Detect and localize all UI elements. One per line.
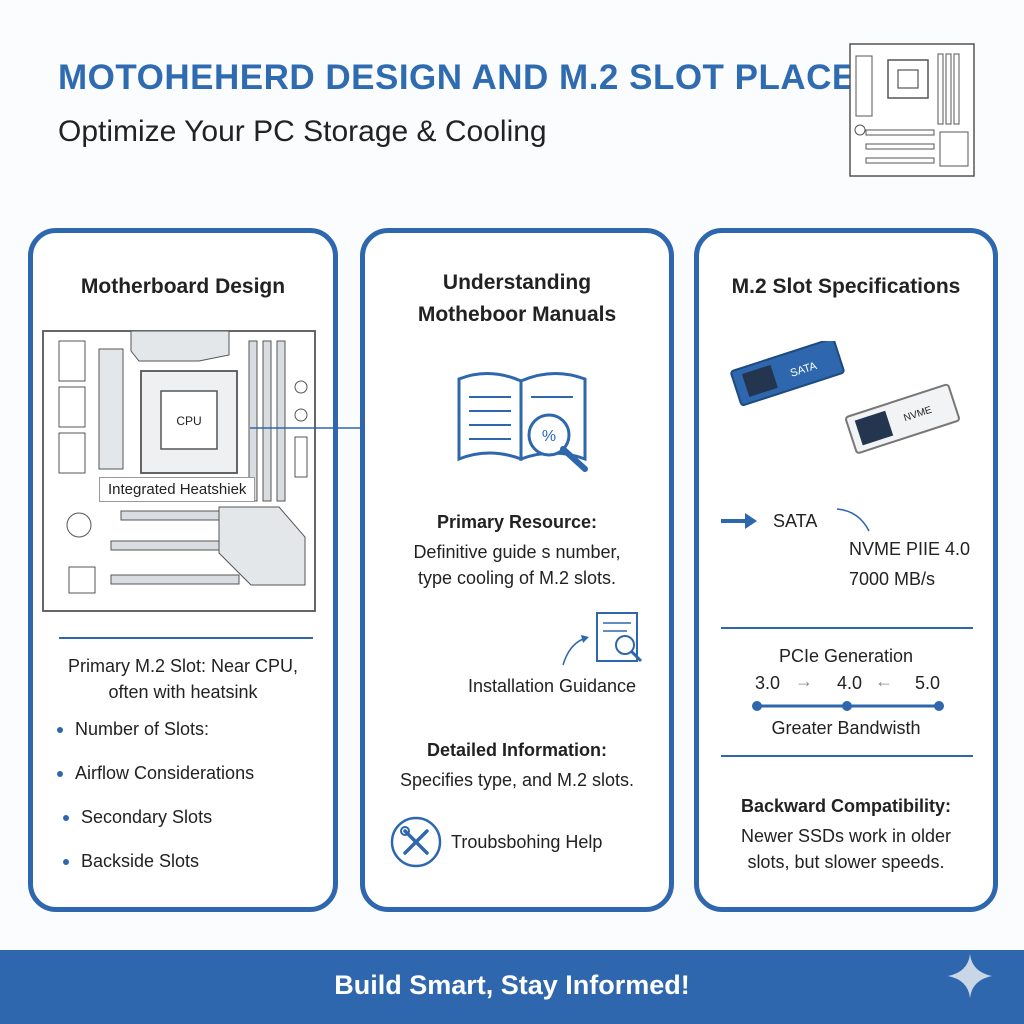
installation-guidance: Installation Guidance — [467, 676, 637, 696]
backward-compat-line2: slots, but slower speeds. — [747, 852, 945, 872]
wrench-screwdriver-icon — [390, 816, 442, 868]
footer-banner: Build Smart, Stay Informed! — [0, 950, 1024, 1024]
pcie-gen-3: 3.0 — [755, 673, 781, 693]
primary-resource-heading: Primary Resource: — [436, 512, 598, 532]
page-subtitle: Optimize Your PC Storage & Cooling — [58, 115, 547, 148]
footer-text: Build Smart, Stay Informed! — [334, 970, 690, 1000]
ssd-modules-icon: SATA NVME — [730, 341, 960, 454]
m2-specifications-card: M.2 Slot Specifications SATA NVME SATA N… — [694, 228, 998, 912]
book-magnifier-icon: % — [457, 371, 588, 472]
bandwidth-bar — [752, 701, 944, 711]
divider — [721, 755, 973, 757]
card-title: M.2 Slot Specifications — [731, 275, 961, 298]
detailed-info-heading: Detailed Information: — [426, 740, 607, 760]
primary-resource-line1: Definitive guide s number, — [413, 542, 621, 562]
list-item: Airflow Considerations — [57, 763, 254, 784]
arrow-left-icon: ← — [875, 671, 893, 691]
motherboard-diagram-icon: CPU — [42, 330, 316, 612]
primary-slot-line2: often with heatsink — [108, 682, 258, 702]
sparkle-icon — [948, 954, 992, 998]
nvme-speed-line2: 7000 MB/s — [849, 569, 936, 589]
curve-connector — [836, 508, 870, 532]
document-magnifier-icon — [562, 612, 643, 666]
backward-compat-heading: Backward Compatibility: — [740, 796, 952, 816]
detailed-info-text: Specifies type, and M.2 slots. — [399, 770, 635, 790]
arrow-right-icon — [721, 513, 757, 529]
card-title-line2: Motheboor Manuals — [417, 303, 617, 326]
card-title: Motherboard Design — [80, 275, 286, 298]
cpu-label: CPU — [176, 414, 201, 428]
svg-text:%: % — [542, 428, 556, 445]
sata-label: SATA — [773, 511, 818, 531]
pcie-generation-heading: PCIe Generation — [778, 646, 914, 666]
nvme-speed-line1: NVME PIIE 4.0 — [849, 539, 971, 559]
motherboard-icon — [849, 43, 975, 177]
list-item: Secondary Slots — [63, 807, 212, 828]
motherboard-design-card: Motherboard Design CPU Integrated Heatsh… — [28, 228, 338, 912]
pcie-gen-5: 5.0 — [915, 673, 941, 693]
card-title-line1: Understanding — [442, 271, 592, 294]
divider — [59, 637, 313, 639]
bandwidth-label: Greater Bandwisth — [771, 718, 921, 738]
primary-resource-line2: type cooling of M.2 slots. — [417, 568, 617, 588]
list-item: Backside Slots — [63, 851, 199, 872]
heatsink-label: Integrated Heatshiek — [99, 477, 256, 502]
divider — [721, 627, 973, 629]
page-title: MOTOHEHERD DESIGN AND M.2 SLOT PLACEMENT — [58, 58, 957, 97]
pcie-gen-4: 4.0 — [837, 673, 863, 693]
troubleshooting-help: Troubsbohing Help — [451, 832, 603, 852]
list-item: Number of Slots: — [57, 719, 209, 740]
arrow-right-icon: → — [795, 671, 813, 691]
primary-slot-line1: Primary M.2 Slot: Near CPU, — [67, 656, 299, 676]
backward-compat-line1: Newer SSDs work in older — [740, 826, 952, 846]
manuals-card: Understanding Motheboor Manuals % Primar… — [360, 228, 674, 912]
